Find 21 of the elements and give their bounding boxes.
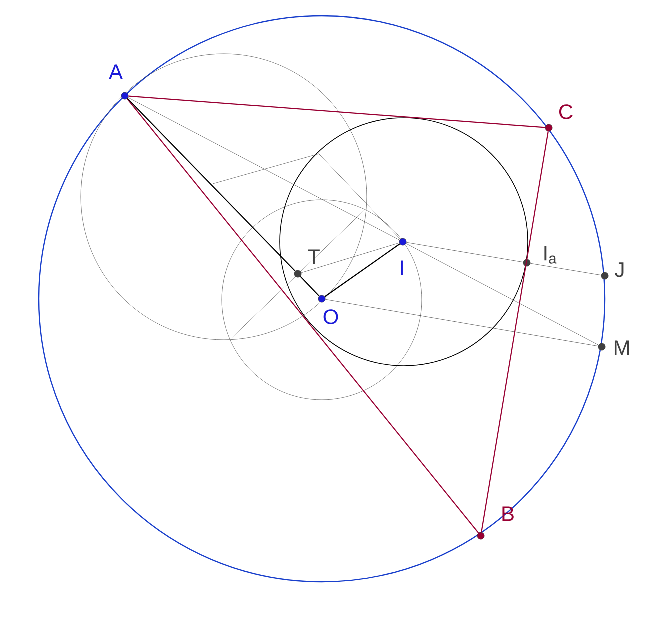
point-label: A <box>109 64 123 80</box>
line-segment <box>127 98 296 272</box>
line-segment <box>324 244 400 298</box>
line-segment <box>128 96 546 128</box>
line-segment <box>301 242 400 274</box>
line-segment <box>481 132 549 532</box>
line-segment <box>318 154 401 240</box>
line-segment <box>300 276 320 297</box>
line-segment <box>530 263 602 276</box>
line-segment <box>325 299 599 347</box>
point-label: I <box>401 260 403 276</box>
point-label: T <box>308 250 320 264</box>
point-label: C <box>560 104 573 120</box>
line-segment <box>406 242 524 263</box>
point-label: I$_{a}$ <box>544 246 557 264</box>
point-label: O <box>324 310 338 324</box>
point-label: M <box>615 340 630 356</box>
line-segment <box>128 98 400 240</box>
point-label: J <box>615 262 624 278</box>
line-segment <box>126 98 480 534</box>
line-segment <box>406 244 599 346</box>
